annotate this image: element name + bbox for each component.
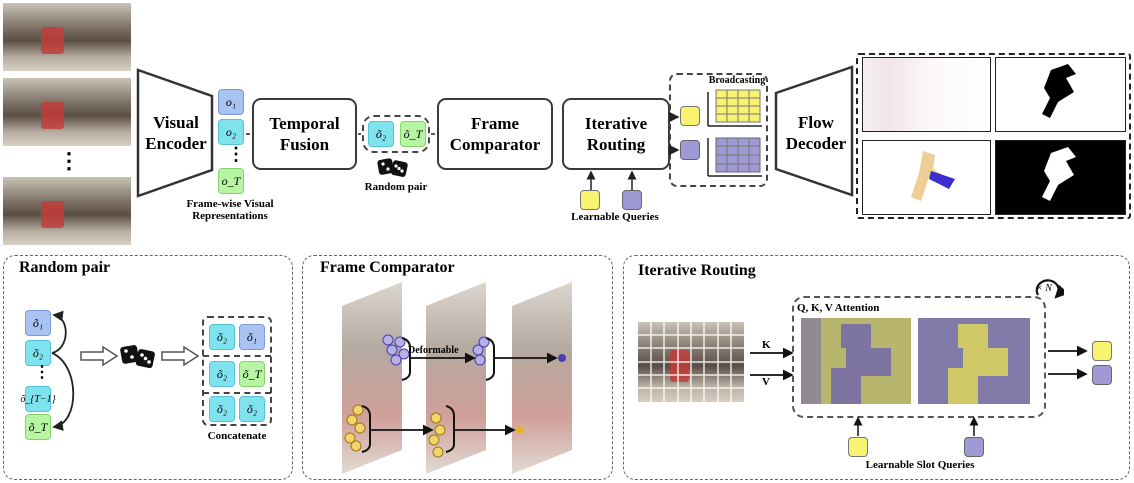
rp-dice-icon bbox=[120, 345, 155, 369]
slot-query-yellow bbox=[848, 437, 868, 457]
iterative-routing-box: Iterative Routing bbox=[562, 98, 670, 170]
flow-decoder-shape bbox=[774, 65, 854, 197]
rp-curve-arrows bbox=[51, 310, 75, 431]
routing-output-purple bbox=[1092, 365, 1112, 385]
broadcasting-group bbox=[669, 73, 768, 187]
input-frame-1 bbox=[3, 3, 131, 71]
silhouette-white bbox=[1042, 147, 1076, 201]
rp-token-T-1: õ_{T−1} bbox=[20, 386, 56, 412]
random-pair-panel-title: Random pair bbox=[19, 259, 111, 276]
dice-icon bbox=[377, 158, 408, 177]
pair3-token-a: õ₂ bbox=[209, 396, 235, 422]
flow-output-1 bbox=[862, 57, 991, 132]
token-o2: o₂ bbox=[218, 119, 244, 145]
attention-map-2 bbox=[918, 318, 1030, 404]
input-frame-2 bbox=[3, 78, 131, 146]
temporal-fusion-box: Temporal Fusion bbox=[252, 98, 357, 170]
routing-input-grid bbox=[638, 322, 744, 402]
frames-ellipsis: ⋮ bbox=[58, 148, 80, 173]
slot-queries-label: Learnable Slot Queries bbox=[865, 459, 975, 471]
rp-hollow-arrow-2 bbox=[161, 345, 200, 367]
rp-ellipsis: ⋮ bbox=[34, 364, 50, 381]
times-n-label: × N bbox=[1036, 283, 1052, 294]
broadcast-query-purple bbox=[680, 140, 700, 160]
qkv-label: Q, K, V Attention bbox=[797, 302, 880, 314]
random-pair-label: Random pair bbox=[364, 181, 428, 193]
pair2-token-a: õ₂ bbox=[209, 361, 235, 387]
qkv-attention-group bbox=[792, 296, 1046, 418]
random-pair-panel bbox=[3, 255, 293, 480]
query-arrows bbox=[586, 170, 637, 190]
broadcasting-label: Broadcasting bbox=[708, 75, 766, 86]
rp-token-1: õ₁ bbox=[25, 310, 51, 336]
rp-token-T: õ_T bbox=[25, 414, 51, 440]
silhouette-black bbox=[1042, 64, 1076, 118]
learnable-query-yellow bbox=[580, 190, 600, 210]
routing-output-arrows bbox=[1048, 345, 1088, 380]
concat-divider-2 bbox=[203, 392, 271, 394]
rp-token-2: õ₂ bbox=[25, 340, 51, 366]
flow-decoder-label: Flow Decoder bbox=[785, 113, 847, 153]
flow-output-2 bbox=[862, 140, 991, 215]
mask-output-1 bbox=[995, 57, 1126, 132]
deformable-label: Deformable bbox=[408, 345, 459, 356]
fused-token-T: õ_T bbox=[400, 121, 426, 147]
slot-query-arrows bbox=[853, 416, 978, 436]
visual-encoder-shape bbox=[136, 68, 214, 198]
v-label: V bbox=[762, 376, 770, 388]
frame-comparator-panel bbox=[302, 255, 613, 480]
routing-output-yellow bbox=[1092, 341, 1112, 361]
iterative-routing-panel bbox=[623, 255, 1130, 480]
frame-wise-label: Frame-wise Visual Representations bbox=[186, 198, 274, 222]
token-o1: o₁ bbox=[218, 89, 244, 115]
mask-output-2 bbox=[995, 140, 1126, 215]
iterative-routing-panel-title: Iterative Routing bbox=[638, 262, 756, 279]
fused-token-2: õ₂ bbox=[368, 121, 394, 147]
pair3-token-b: õ₂ bbox=[239, 396, 265, 422]
outputs-group bbox=[856, 53, 1131, 219]
frame-comparator-box: Frame Comparator bbox=[437, 98, 553, 170]
top-flow-arrows bbox=[246, 111, 680, 156]
visual-encoder-label: Visual Encoder bbox=[145, 113, 207, 153]
learnable-query-purple bbox=[622, 190, 642, 210]
flow-colored bbox=[911, 151, 955, 201]
k-label: K bbox=[762, 339, 771, 351]
random-pair-group bbox=[362, 115, 430, 153]
tokens-ellipsis: ⋮ bbox=[227, 144, 245, 164]
pair2-token-b: õ_T bbox=[239, 361, 265, 387]
slot-query-purple bbox=[964, 437, 984, 457]
input-frame-T bbox=[3, 177, 131, 245]
concat-divider-1 bbox=[203, 355, 271, 357]
learnable-queries-label: Learnable Queries bbox=[571, 211, 659, 223]
kv-arrows bbox=[750, 347, 794, 381]
frame-comparator-illustration bbox=[342, 282, 572, 474]
pair1-token-a: õ₂ bbox=[209, 324, 235, 350]
broadcasting-grids bbox=[707, 89, 762, 177]
broadcast-query-yellow bbox=[680, 106, 700, 126]
concat-group bbox=[202, 316, 272, 426]
concatenate-label: Concatenate bbox=[207, 430, 267, 442]
rp-hollow-arrow-1 bbox=[80, 345, 119, 367]
repeat-n-icon bbox=[1035, 279, 1064, 299]
token-oT: o_T bbox=[218, 168, 244, 194]
attention-map-1 bbox=[801, 318, 911, 404]
pair1-token-b: õ₁ bbox=[239, 324, 265, 350]
frame-comparator-panel-title: Frame Comparator bbox=[320, 259, 455, 276]
